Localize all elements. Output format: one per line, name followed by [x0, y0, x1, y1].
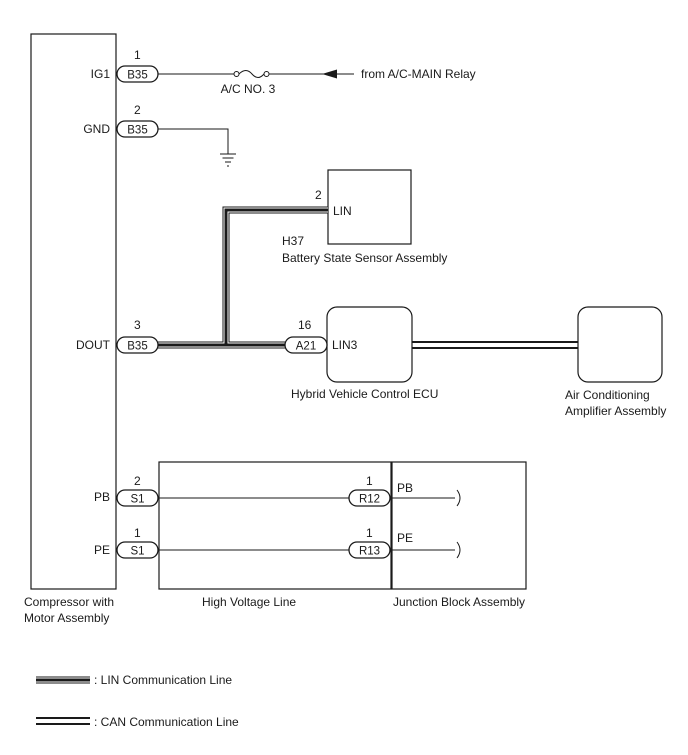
pin-number-b35-3: 3	[134, 318, 141, 332]
terminal-pb: PB	[94, 490, 110, 504]
ac-amp-box	[577, 306, 663, 383]
connector-r12	[348, 489, 391, 507]
pin-number-r12: 1	[366, 474, 373, 488]
connector-s1-2-label: S1	[130, 494, 144, 506]
hv-line-box	[158, 461, 392, 590]
pin-number-a21: 16	[298, 318, 312, 332]
jb-terminal-pb: PB	[397, 481, 413, 495]
pin-number-b35-1: 1	[134, 48, 141, 62]
compressor-label-line2: Motor Assembly	[24, 611, 109, 625]
terminal-pe: PE	[94, 543, 110, 557]
terminal-lin3: LIN3	[332, 338, 358, 352]
can-communication-line	[412, 341, 578, 349]
fuse-icon	[233, 70, 270, 78]
terminal-dout: DOUT	[76, 338, 111, 352]
connector-b35-1-label: B35	[127, 70, 147, 82]
pin-number-r13: 1	[366, 526, 373, 540]
legend-lin-label: : LIN Communication Line	[94, 673, 232, 687]
terminal-ig1: IG1	[91, 67, 111, 81]
source-label: from A/C-MAIN Relay	[361, 67, 476, 81]
battery-sensor-code: H37	[282, 234, 304, 248]
legend-can-label: : CAN Communication Line	[94, 715, 239, 729]
fuse-label: A/C NO. 3	[221, 82, 276, 96]
terminal-lin: LIN	[333, 204, 352, 218]
hv-line-name: High Voltage Line	[202, 595, 296, 609]
battery-sensor-name: Battery State Sensor Assembly	[282, 251, 447, 265]
terminal-end-icon	[456, 489, 461, 507]
connector-a21-label: A21	[296, 341, 316, 353]
terminal-gnd: GND	[83, 122, 110, 136]
battery-sensor-box	[327, 169, 412, 245]
jb-terminal-pe: PE	[397, 531, 413, 545]
ac-amp-label-line1: Air Conditioning	[565, 388, 650, 402]
connector-s1-1-label: S1	[130, 546, 144, 558]
junction-box	[391, 461, 527, 590]
connector-r13	[348, 541, 391, 559]
legend-can-swatch	[36, 717, 90, 725]
compressor-box	[30, 33, 117, 590]
compressor-label-line1: Compressor with	[24, 595, 114, 609]
ac-amp-label-line2: Amplifier Assembly	[565, 404, 666, 418]
pin-number-s1-2: 2	[134, 474, 141, 488]
pin-number-s1-1: 1	[134, 526, 141, 540]
connector-b35-3	[116, 336, 159, 354]
connector-b35-3-label: B35	[127, 341, 147, 353]
connector-r12-label: R12	[359, 494, 380, 506]
connector-a21	[284, 336, 328, 354]
pin-number-lin: 2	[315, 188, 322, 202]
ground-icon	[220, 153, 236, 167]
pin-number-b35-2: 2	[134, 103, 141, 117]
junction-name: Junction Block Assembly	[393, 595, 525, 609]
arrow-icon	[322, 69, 337, 79]
terminal-end-icon	[456, 541, 461, 559]
connector-r13-label: R13	[359, 546, 380, 558]
lin-communication-line	[158, 206, 328, 349]
connector-b35-2-label: B35	[127, 125, 147, 137]
hv-ecu-name: Hybrid Vehicle Control ECU	[291, 387, 438, 401]
